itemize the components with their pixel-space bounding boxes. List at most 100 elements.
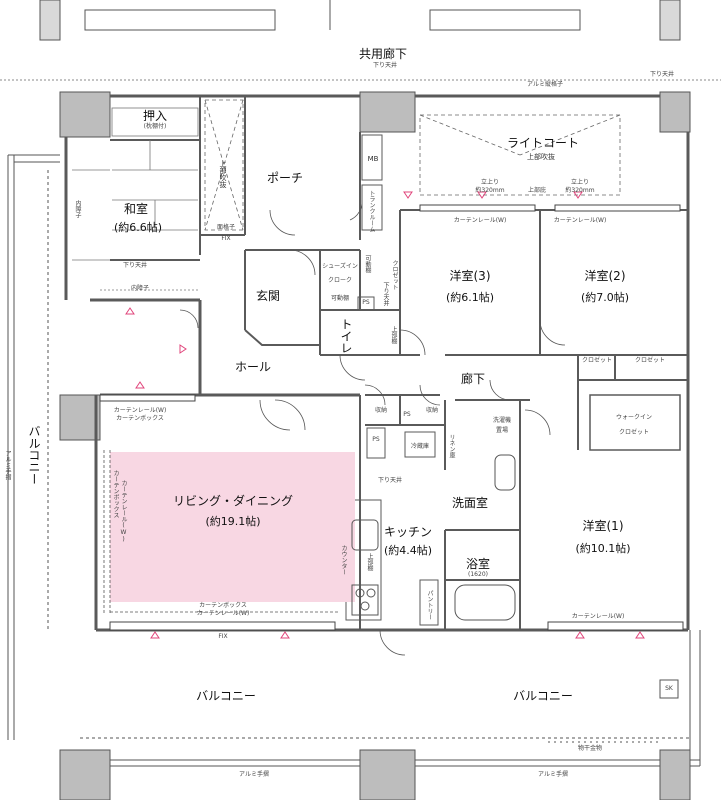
curtain-rail-2-label: カーテンレール(W) [553, 217, 607, 224]
curtain-box-living-label: カーテンボックス [116, 415, 164, 422]
youshitsu3-label: 洋室(3) [449, 269, 491, 283]
living-area-label: (約19.1帖) [205, 515, 261, 528]
fix-bottom-label: FIX [218, 633, 228, 640]
curtain-box-lines [103, 450, 340, 615]
trunk-room-label: トランクルーム [368, 190, 375, 232]
balcony-vertical-label: バルコニー [27, 425, 41, 485]
tachiagari-left-height: 約320mm [475, 187, 505, 194]
washitsu-area-label: (約6.6帖) [113, 221, 163, 234]
oshiire-sub-label: (枕棚付) [143, 123, 167, 130]
genkan-label: 玄関 [255, 289, 281, 303]
pantry-label: パントリー [426, 590, 433, 620]
fix-porch-label: FIX [221, 235, 231, 242]
bathtub [454, 584, 516, 621]
sk-label: SK [665, 685, 673, 692]
sagari-tenjo-genkan-label: 下り天井 [382, 282, 389, 306]
alumi-tesuri-left-label: アルミ手摺 [4, 450, 11, 480]
shuno-right-label: 収納 [425, 407, 439, 414]
toilet-label: トイレ [339, 318, 353, 354]
cloak-label: クローク [327, 277, 353, 284]
sk-box [659, 679, 679, 699]
kadou-dana-label: 可動棚 [330, 295, 350, 302]
window-sashes [99, 204, 684, 631]
door-swings [179, 199, 566, 656]
youshitsu1-area-label: (約10.1帖) [575, 542, 631, 555]
closet-genkan-label: クロゼット [391, 260, 398, 290]
youshitsu2-label: 洋室(2) [584, 269, 626, 283]
vent-markers [125, 191, 645, 639]
bottom-balcony-railing [60, 630, 701, 767]
washbasin [494, 454, 516, 491]
left-balcony-railing [7, 154, 60, 740]
sentakuki-label: 洗濯機 [492, 417, 512, 424]
tachiagari-left-label: 立上り [480, 179, 500, 186]
joubu-tana-kitchen-label: 上部棚 [366, 553, 373, 571]
kadou-dana-top-label: 可動棚 [364, 255, 371, 273]
youshitsu3-area-label: (約6.1帖) [445, 291, 495, 304]
curtain-rail-bedroom1-label: カーテンレール(W) [571, 613, 625, 620]
joubu-hisashi-label: 上部庇 [527, 187, 547, 194]
oshiire-label: 押入 [142, 109, 168, 123]
common-corridor-label: 共用廊下 [358, 47, 408, 61]
youshitsu1-label: 洋室(1) [582, 519, 624, 533]
structural-columns [59, 91, 691, 800]
joubu-tana-label: 上部棚 [390, 326, 397, 344]
shoes-in-label: シューズイン [322, 263, 358, 270]
linen-label: リネン庫 [448, 434, 455, 458]
walk-in-closet-label: クロゼット [618, 429, 650, 436]
mb-label: MB [367, 155, 379, 163]
rouka-label: 廊下 [460, 372, 486, 386]
yokushitsu-size-label: (1620) [468, 571, 488, 578]
curtain-rail-bottom-label: カーテンレール(W) [196, 610, 250, 617]
living-dining-highlight [110, 452, 355, 602]
hall-label: ホール [234, 360, 272, 374]
menkoushi-label: 面格子 [216, 224, 236, 231]
sagari-tenjo-top-label: 下り天井 [372, 62, 398, 69]
monohoshi-label: 物干金物 [577, 745, 603, 752]
kitchen-area-label: (約4.4帖) [383, 544, 433, 557]
alumi-tesuri-bottom-right-label: アルミ手摺 [538, 771, 568, 778]
walk-in-label: ウォークイン [615, 414, 653, 421]
tachiagari-right-label: 立上り [570, 179, 590, 186]
washitsu-label: 和室 [123, 202, 149, 216]
balcony-left-label: バルコニー [196, 689, 256, 703]
curtain-box-vertical-label: カーテンボックス [112, 470, 119, 518]
closet-right-label: クロゼット [634, 357, 666, 364]
alumi-tesuri-bottom-left-label: アルミ手摺 [239, 771, 269, 778]
ps-genkan-label: PS [362, 299, 370, 306]
youshitsu2-area-label: (約7.0帖) [580, 291, 630, 304]
uchishoji-bottom-label: 内障子 [130, 285, 150, 292]
sagari-tenjo-right-label: 下り天井 [650, 71, 675, 78]
living-label: リビング・ダイニング [172, 494, 294, 508]
ps-kitchen-label: PS [372, 436, 380, 443]
closet-left-label: クロゼット [581, 357, 613, 364]
curtain-rail-living-label: カーテンレール(W) [113, 407, 167, 414]
light-court-void [419, 114, 621, 196]
curtain-rail-3-label: カーテンレール(W) [453, 217, 507, 224]
okiba-label: 置場 [495, 427, 509, 434]
kitchen-sink [351, 519, 379, 551]
reizouko-label: 冷蔵庫 [410, 443, 430, 450]
uchishoji-left-label: 内障子 [74, 200, 81, 218]
counter-label: カウンター [340, 545, 347, 575]
sagari-tenjo-washitsu-label: 下り天井 [122, 262, 148, 269]
ps-storage-label: PS [403, 411, 411, 418]
tatami-lines [72, 107, 200, 291]
light-court-void-label: 上部吹抜 [527, 153, 555, 161]
tachiagari-right-height: 約320mm [565, 187, 595, 194]
porch-label: ポーチ [266, 171, 304, 185]
porch-void [204, 99, 244, 231]
kitchen-label: キッチン [383, 525, 433, 539]
porch-void-label: 上部吹抜 [219, 160, 227, 188]
curtain-box-bottom-label: カーテンボックス [199, 602, 247, 609]
cooktop [351, 584, 379, 616]
senmenshitsu-label: 洗面室 [451, 496, 489, 510]
balcony-right-label: バルコニー [513, 689, 573, 703]
interior-walls [110, 96, 688, 630]
top-building-edge [0, 0, 721, 81]
sagari-tenjo-kitchen-label: 下り天井 [377, 477, 403, 484]
curtain-rail-vertical-label: カーテンレール(W) [120, 480, 127, 543]
alumi-tategoshi-label: アルミ縦格子 [527, 81, 563, 88]
shuno-left-label: 収納 [374, 407, 388, 414]
